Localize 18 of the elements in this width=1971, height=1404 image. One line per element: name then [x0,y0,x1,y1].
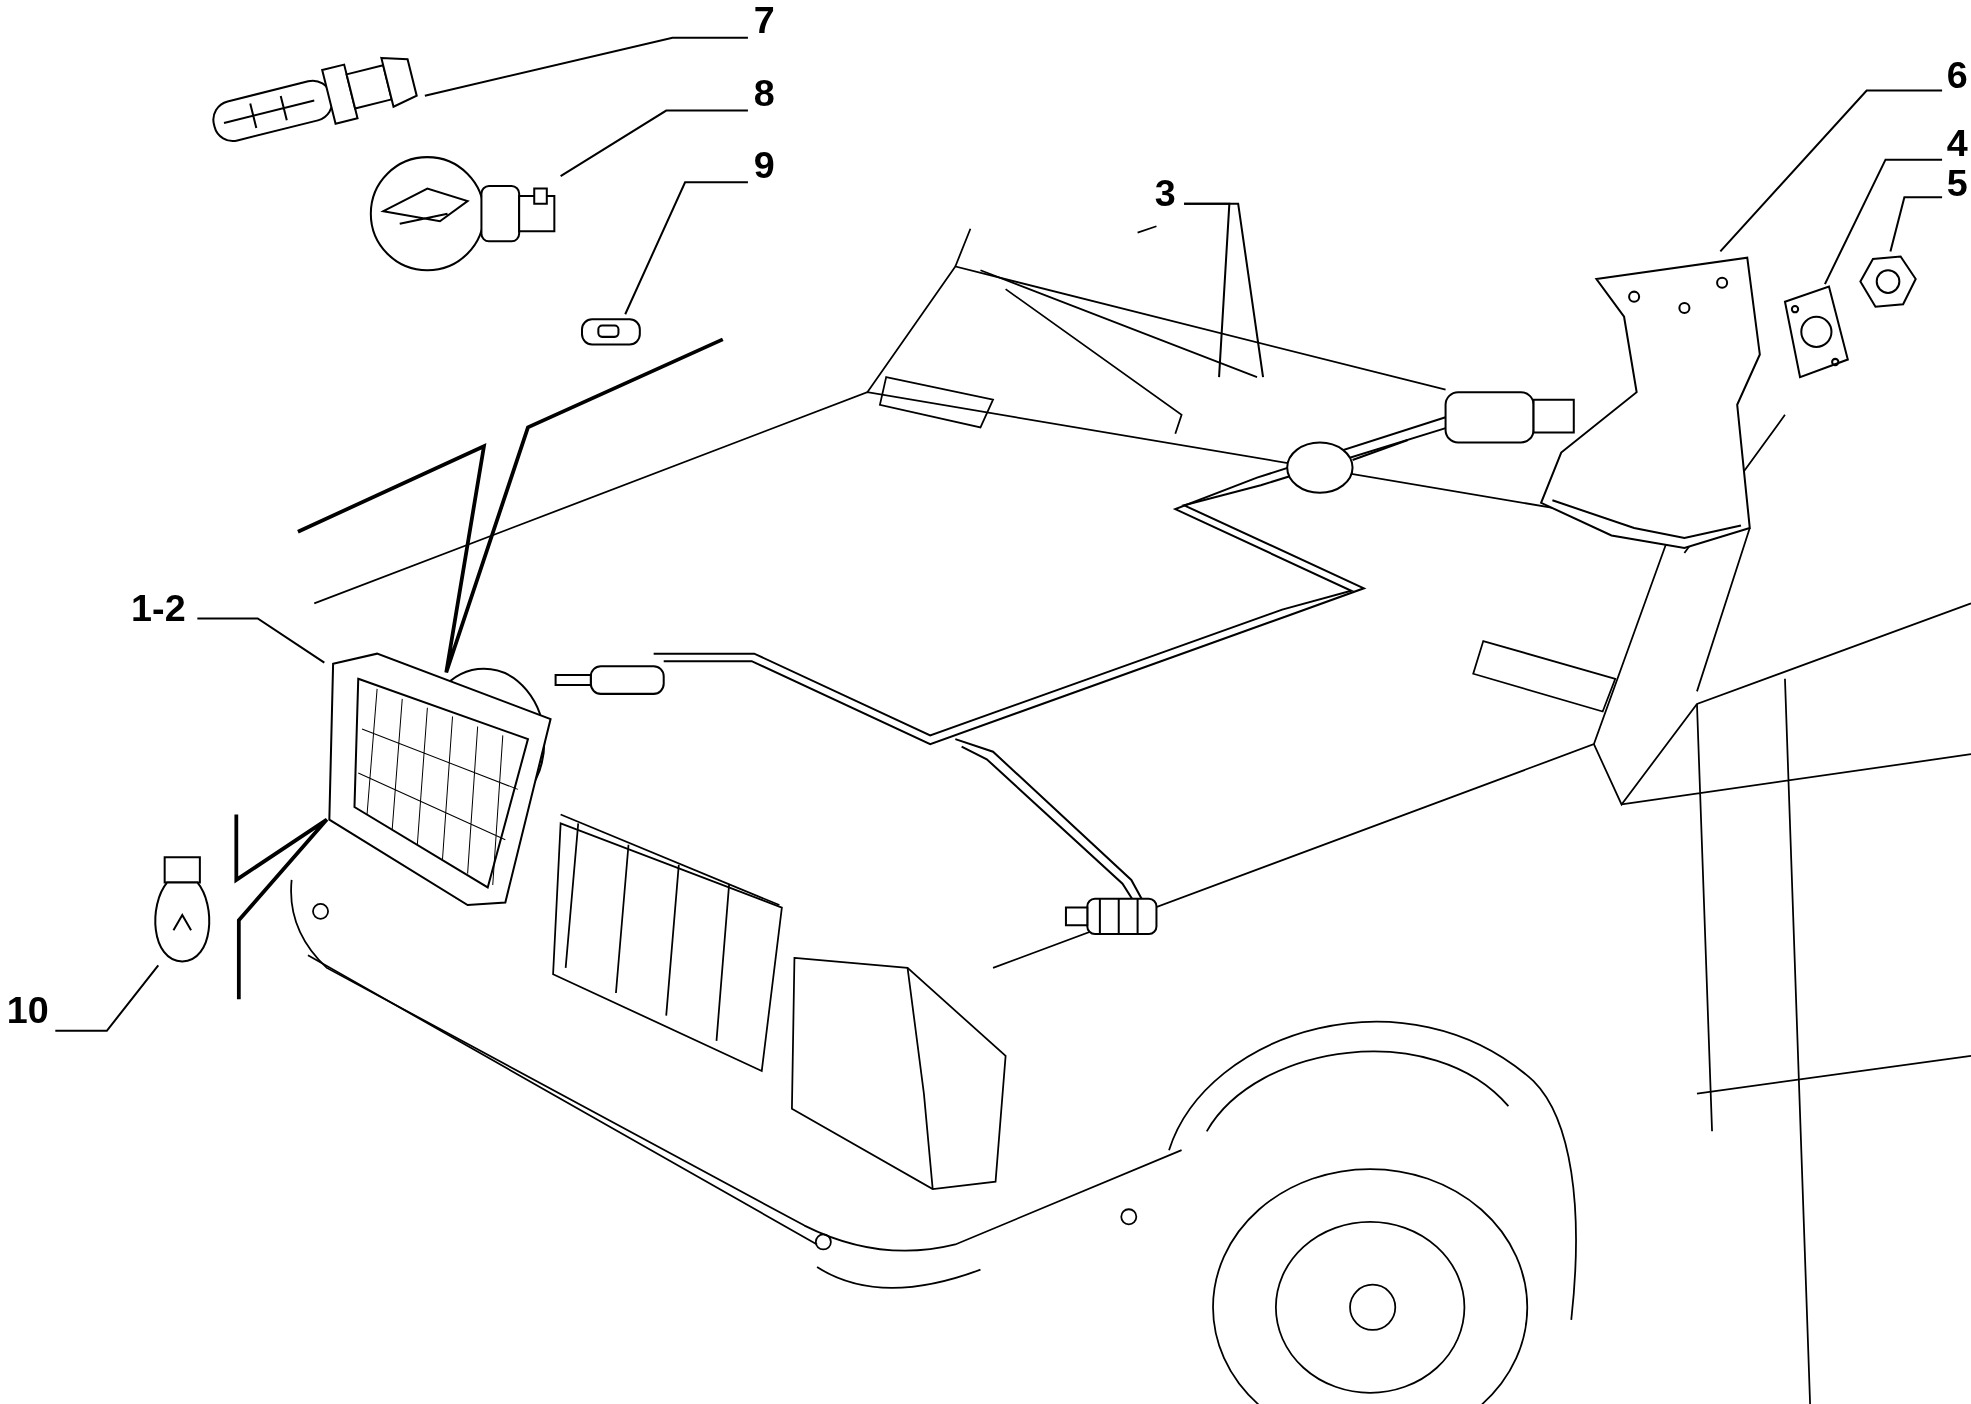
callout-number: 7 [747,0,781,43]
leader-line [54,964,160,1032]
callout-number: 4 [1942,123,1971,166]
callout-number: 1-2 [119,588,198,631]
callout-number: 8 [747,72,781,116]
callout-number: 10 [0,990,56,1034]
leader-line [424,36,749,97]
leader-line [624,181,749,316]
leader-line [1824,158,1943,285]
callout-number: 5 [1942,163,1971,207]
leader-line [559,109,749,177]
callout-number: 3 [1146,173,1185,217]
leader-line [1889,196,1943,253]
callout-number: 6 [1942,55,1971,99]
callout-number: 9 [747,145,781,189]
leader-line [1183,202,1264,378]
leader-line [1719,89,1943,253]
leader-line [196,617,326,664]
